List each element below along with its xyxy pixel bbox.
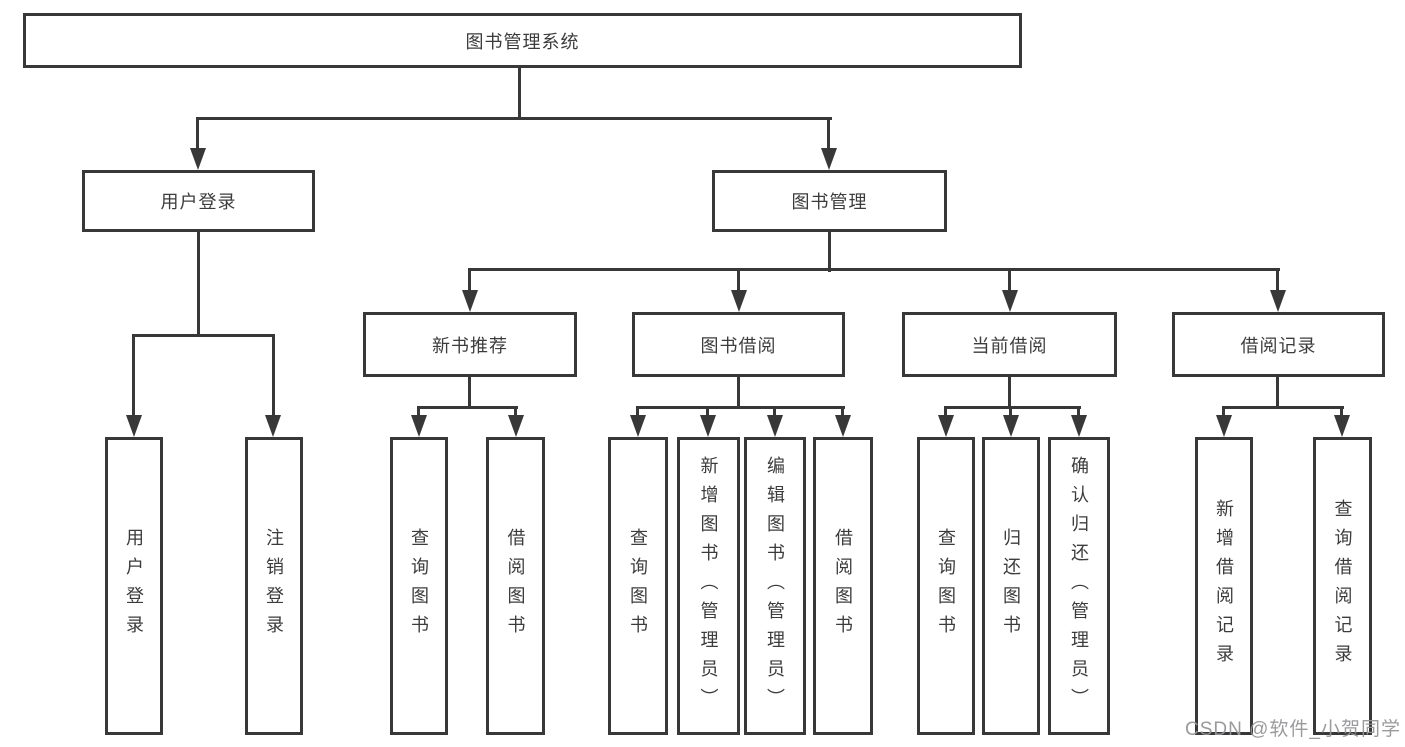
connector-drop-bb-add bbox=[706, 406, 709, 417]
arrowhead-book-borrow bbox=[731, 290, 747, 312]
arrowhead-user-login bbox=[190, 148, 206, 170]
connector-drop-new-book bbox=[468, 268, 471, 292]
connector-user-login-branch bbox=[132, 334, 275, 337]
connector-drop-borrow-records bbox=[1276, 268, 1279, 292]
leaf-nb-borrow-books: 借阅图书 bbox=[486, 437, 545, 735]
connector-current-borrow-branch bbox=[944, 406, 1081, 409]
leaf-cb-confirm-return-admin: 确认归还（管理员） bbox=[1048, 437, 1110, 735]
connector-root-branch bbox=[196, 117, 832, 120]
leaf-bb-query-books: 查询图书 bbox=[608, 437, 668, 735]
connector-drop-cb-confirm bbox=[1077, 406, 1080, 417]
arrowhead-book-management bbox=[821, 148, 837, 170]
arrowhead-bb-edit bbox=[767, 415, 783, 437]
leaf-bb-add-books-admin: 新增图书（管理员） bbox=[677, 437, 740, 735]
connector-borrow-records-branch bbox=[1222, 406, 1344, 409]
arrowhead-bb-query bbox=[630, 415, 646, 437]
leaf-br-add-record: 新增借阅记录 bbox=[1195, 437, 1253, 735]
connector-drop-br-query bbox=[1340, 406, 1343, 417]
node-new-book-recommendation: 新书推荐 bbox=[363, 312, 577, 377]
connector-book-borrow-stem bbox=[737, 377, 740, 409]
leaf-logout: 注销登录 bbox=[245, 437, 303, 735]
connector-drop-nb-borrow bbox=[514, 406, 517, 417]
leaf-bb-borrow-books: 借阅图书 bbox=[813, 437, 873, 735]
arrowhead-login-leaf bbox=[126, 415, 142, 437]
arrowhead-current-borrow bbox=[1002, 290, 1018, 312]
connector-book-borrow-branch bbox=[636, 406, 845, 409]
leaf-br-query-record: 查询借阅记录 bbox=[1313, 437, 1372, 735]
connector-drop-user-login bbox=[196, 117, 199, 150]
connector-drop-nb-query bbox=[417, 406, 420, 417]
arrowhead-nb-borrow bbox=[508, 415, 524, 437]
arrowhead-bb-add bbox=[700, 415, 716, 437]
node-current-borrowing: 当前借阅 bbox=[902, 312, 1117, 377]
arrowhead-br-add bbox=[1216, 415, 1232, 437]
connector-book-management-stem bbox=[828, 232, 831, 272]
arrowhead-borrow-records bbox=[1270, 290, 1286, 312]
connector-drop-logout-leaf bbox=[272, 334, 275, 415]
leaf-user-login: 用户登录 bbox=[105, 437, 163, 735]
connector-drop-book-borrow bbox=[737, 268, 740, 292]
arrowhead-nb-query bbox=[411, 415, 427, 437]
leaf-cb-return-books: 归还图书 bbox=[982, 437, 1040, 735]
node-book-management: 图书管理 bbox=[712, 170, 947, 232]
connector-drop-cb-query bbox=[944, 406, 947, 417]
node-user-login: 用户登录 bbox=[82, 170, 315, 232]
connector-drop-book-management bbox=[827, 117, 830, 150]
csdn-watermark: CSDN @软件_小贺同学 bbox=[1185, 719, 1401, 740]
leaf-bb-edit-books-admin: 编辑图书（管理员） bbox=[744, 437, 806, 735]
connector-new-book-branch bbox=[417, 406, 518, 409]
connector-current-borrow-stem bbox=[1008, 377, 1011, 409]
node-book-borrowing: 图书借阅 bbox=[632, 312, 845, 377]
arrowhead-br-query bbox=[1334, 415, 1350, 437]
node-root-library-management-system: 图书管理系统 bbox=[23, 13, 1022, 68]
connector-drop-bb-edit bbox=[773, 406, 776, 417]
leaf-cb-query-books: 查询图书 bbox=[917, 437, 975, 735]
connector-drop-login-leaf bbox=[132, 334, 135, 415]
arrowhead-logout-leaf bbox=[265, 415, 281, 437]
arrowhead-bb-borrow bbox=[835, 415, 851, 437]
connector-drop-bb-query bbox=[636, 406, 639, 417]
connector-drop-current-borrow bbox=[1008, 268, 1011, 292]
connector-user-login-stem bbox=[197, 232, 200, 337]
connector-root-stem bbox=[518, 68, 521, 120]
arrowhead-new-book bbox=[462, 290, 478, 312]
connector-new-book-stem bbox=[468, 377, 471, 409]
leaf-nb-query-books: 查询图书 bbox=[390, 437, 448, 735]
connector-drop-cb-return bbox=[1009, 406, 1012, 417]
arrowhead-cb-query bbox=[938, 415, 954, 437]
arrowhead-cb-return bbox=[1003, 415, 1019, 437]
connector-borrow-records-stem bbox=[1276, 377, 1279, 409]
connector-book-management-branch bbox=[468, 268, 1280, 271]
node-borrowing-records: 借阅记录 bbox=[1172, 312, 1385, 377]
arrowhead-cb-confirm bbox=[1071, 415, 1087, 437]
connector-drop-br-add bbox=[1222, 406, 1225, 417]
connector-drop-bb-borrow bbox=[841, 406, 844, 417]
